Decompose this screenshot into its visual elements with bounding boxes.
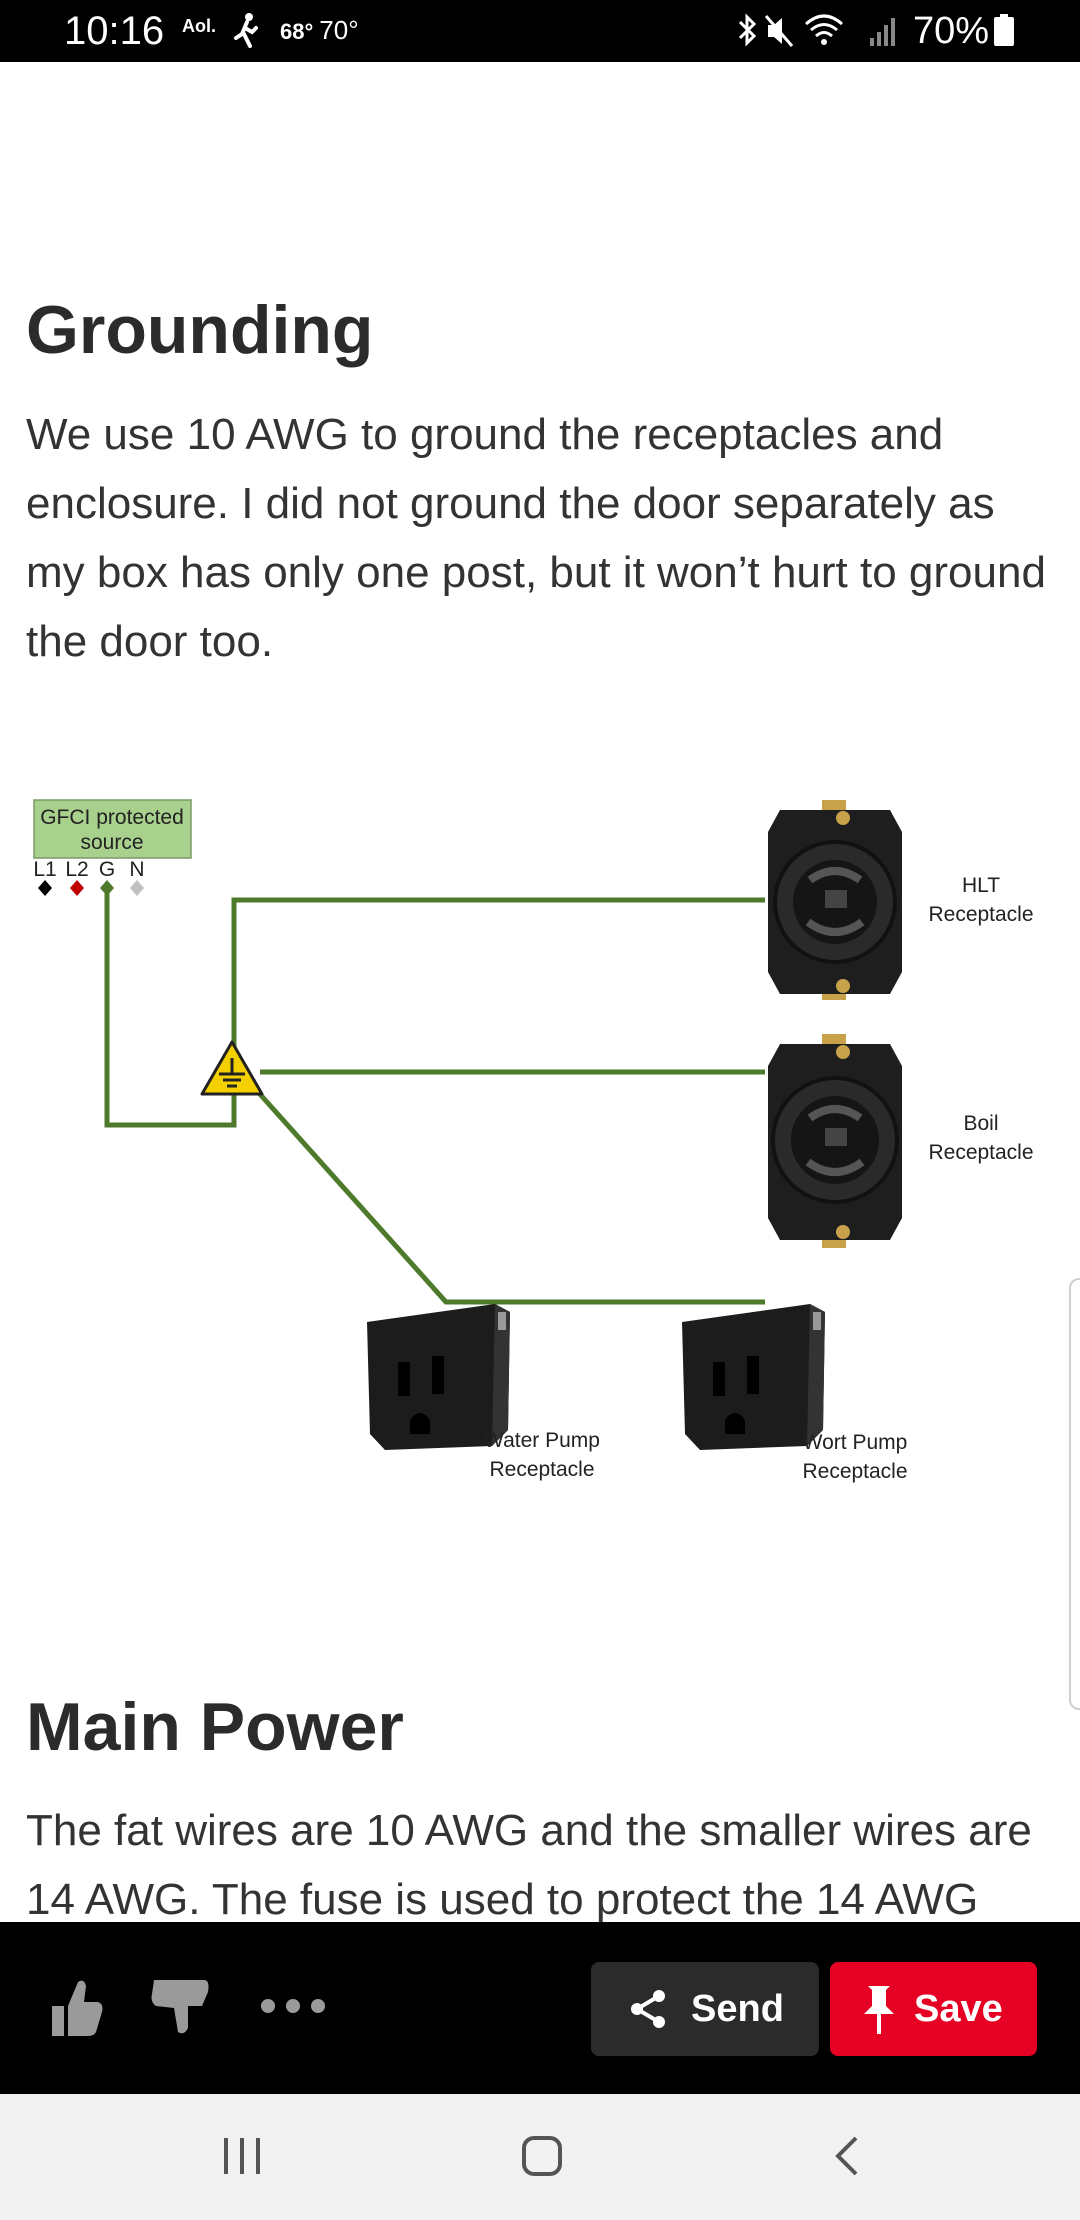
article-content[interactable]: Grounding We use 10 AWG to ground the re… <box>0 62 1080 1922</box>
send-button[interactable]: Send <box>591 1962 819 2056</box>
recent-apps-icon[interactable] <box>220 2134 264 2178</box>
save-button[interactable]: Save <box>830 1962 1037 2056</box>
source-label-2: source <box>80 831 143 854</box>
terminal-g <box>100 880 114 896</box>
android-nav-bar <box>0 2094 1080 2220</box>
source-label-1: GFCI protected <box>40 806 184 829</box>
terminal-n-label: N <box>129 858 144 881</box>
ground-hazard-icon <box>200 1040 264 1096</box>
battery-icon <box>994 14 1014 46</box>
boil-label-1: Boil <box>963 1112 998 1135</box>
section-body-main-power: The fat wires are 10 AWG and the smaller… <box>26 1806 1032 1922</box>
hlt-receptacle-image <box>768 800 902 1000</box>
terminal-l1 <box>38 880 52 896</box>
share-icon <box>631 1990 665 2028</box>
terminal-l2 <box>70 880 84 896</box>
bluetooth-icon <box>738 13 757 47</box>
pin-icon <box>864 1986 894 2034</box>
wort-pump-label-2: Receptacle <box>802 1460 907 1483</box>
section-body-grounding: We use 10 AWG to ground the receptacles … <box>26 410 1046 666</box>
grounding-diagram: GFCI protected source L1 L2 G N <box>33 799 1034 1483</box>
section-title-main-power: Main Power <box>26 1689 404 1765</box>
pin-action-bar: Send Save <box>0 1922 1080 2094</box>
wort-pump-label-1: Wort Pump <box>803 1431 908 1454</box>
thumbs-up-icon[interactable] <box>38 1972 108 2042</box>
boil-label-2: Receptacle <box>928 1141 1033 1164</box>
status-bar: 10:16 Aol. 68°70° 70% <box>0 0 1080 62</box>
terminal-n <box>130 880 144 896</box>
home-icon[interactable] <box>520 2134 564 2178</box>
water-pump-label-1: Water Pump <box>484 1429 600 1452</box>
water-pump-receptacle-image <box>367 1304 510 1450</box>
temperature-1: 68° <box>280 19 314 44</box>
section-title-grounding: Grounding <box>26 292 374 368</box>
weather-readout: 68°70° <box>280 12 359 50</box>
temperature-2: 70° <box>319 15 359 45</box>
ground-wires <box>104 890 765 1305</box>
battery-percent: 70% <box>913 10 990 52</box>
terminal-g-label: G <box>99 858 115 881</box>
save-label: Save <box>914 1988 1003 2030</box>
water-pump-label-2: Receptacle <box>489 1458 594 1481</box>
boil-receptacle-image <box>768 1034 902 1248</box>
status-time: 10:16 <box>64 9 165 53</box>
hlt-label-2: Receptacle <box>928 903 1033 926</box>
send-label: Send <box>691 1988 784 2030</box>
more-options-icon[interactable] <box>258 1972 328 2042</box>
signal-icon <box>870 18 895 46</box>
hlt-label-1: HLT <box>962 874 1000 897</box>
wifi-icon <box>805 14 843 45</box>
activity-icon <box>234 13 258 48</box>
source-box <box>33 799 192 859</box>
wort-pump-receptacle-image <box>682 1304 825 1450</box>
back-icon[interactable] <box>826 2134 870 2178</box>
aol-notification-icon: Aol. <box>182 16 216 36</box>
mute-icon <box>764 15 794 47</box>
thumbs-down-icon[interactable] <box>146 1972 216 2042</box>
terminal-l2-label: L2 <box>65 858 88 881</box>
terminal-l1-label: L1 <box>33 858 56 881</box>
system-icons <box>738 13 895 47</box>
side-scroll-handle[interactable] <box>1069 1278 1080 1710</box>
